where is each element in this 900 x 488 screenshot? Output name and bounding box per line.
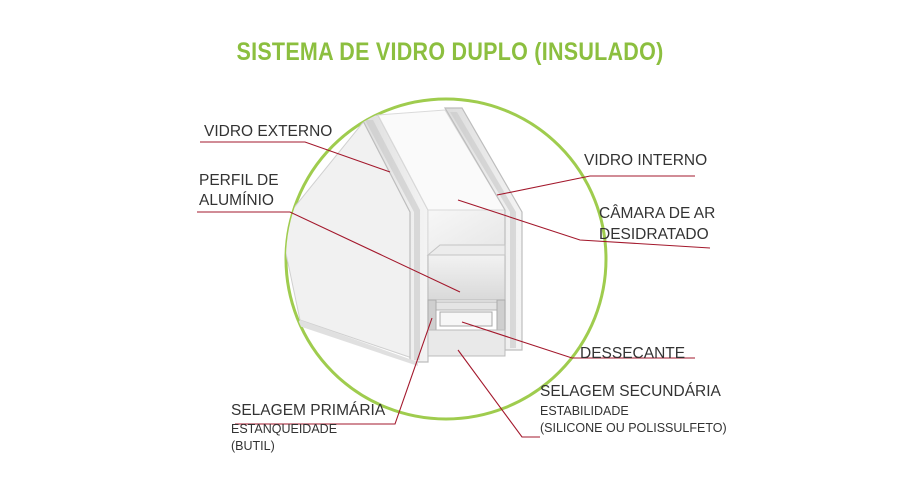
unit-bottom-edge — [296, 320, 418, 366]
label-camara-line1: CÂMARA DE AR — [599, 205, 716, 222]
leader-vidro-interno — [496, 175, 695, 196]
primary-seal-right — [496, 299, 506, 331]
leader-dessecante — [461, 321, 695, 359]
secondary-seal — [427, 329, 506, 357]
label-vidro-interno: VIDRO INTERNO — [584, 152, 708, 169]
label-dessecante: DESSECANTE — [580, 345, 686, 362]
outer-glass-edge — [365, 120, 420, 360]
label-selagem-primaria-sub2: (BUTIL) — [231, 439, 275, 453]
spacer-top — [426, 244, 506, 256]
label-vidro-externo: VIDRO EXTERNO — [204, 123, 333, 140]
label-selagem-primaria-sub1: ESTANQUEIDADE — [231, 422, 338, 436]
leader-selagem-secundaria — [457, 349, 540, 438]
label-selagem-secundaria-sub1: ESTABILIDADE — [540, 404, 629, 418]
label-selagem-secundaria-sub2: (SILICONE OU POLISSULFETO) — [540, 421, 727, 435]
spacer-profile — [431, 301, 503, 311]
leader-vidro-externo — [200, 141, 391, 173]
label-selagem-secundaria: SELAGEM SECUNDÁRIA — [540, 383, 721, 400]
inner-glass-edge — [450, 112, 516, 348]
label-selagem-primaria: SELAGEM PRIMÁRIA — [231, 402, 386, 419]
label-perfil-line1: PERFIL DE — [199, 172, 279, 189]
label-camara-line2: DESIDRATADO — [599, 226, 709, 243]
leader-selagem-primaria — [235, 317, 433, 425]
diagram-title: SISTEMA DE VIDRO DUPLO (INSULADO) — [236, 38, 664, 66]
leader-camara — [457, 199, 711, 249]
label-perfil-line2: ALUMÍNIO — [199, 192, 274, 209]
desiccant — [439, 311, 493, 327]
leader-perfil — [197, 211, 461, 293]
aluminium-spacer — [427, 254, 506, 301]
